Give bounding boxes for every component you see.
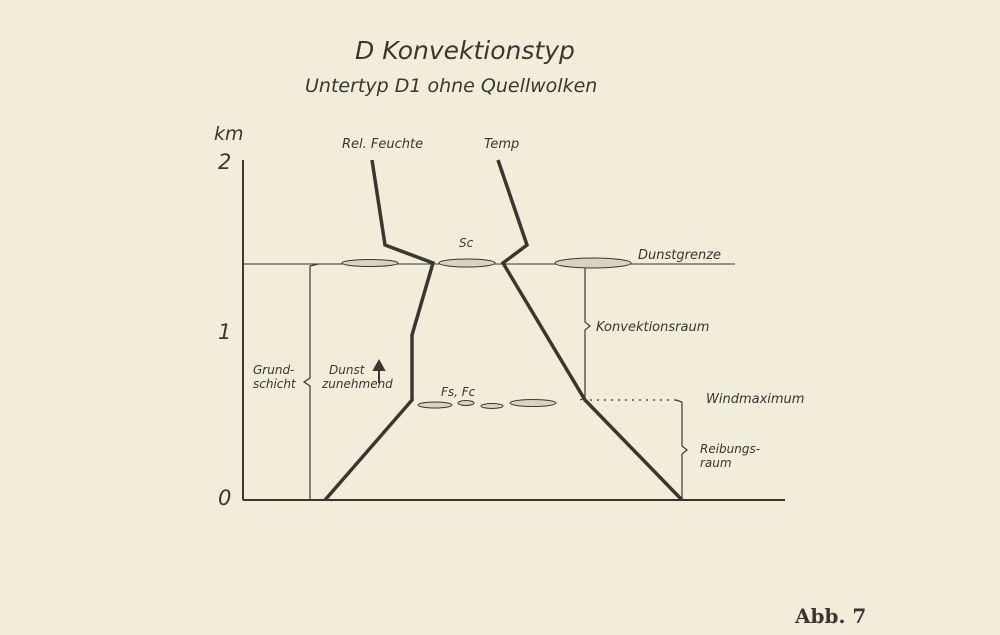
fsfc-label: Fs, Fc [441,385,476,399]
cloud-fs [417,401,453,409]
humidity-label: Rel. Feuchte [342,137,424,152]
tick-0: 0 [218,486,232,510]
axis-unit: km [214,123,244,145]
grundschicht-line-1: Grund- [253,363,295,377]
grundschicht-brace [302,263,319,501]
diagram-title: D Konvektionstyp [355,36,575,65]
cloud-fs [480,403,504,409]
konvektionsraum-brace [577,263,591,401]
figure-label: Abb. 7 [795,604,867,628]
humidity-curve [323,159,436,502]
reibungsraum-label: Reibungs-raum [700,442,760,470]
clouds [341,257,632,409]
temperature-curve [496,159,684,502]
konvektionsraum-label: Konvektionsraum [596,320,710,335]
cloud-sc [438,258,496,268]
grundschicht-label: Grund-schicht [253,363,296,391]
windmaximum-label: Windmaximum [706,392,805,407]
tick-1: 1 [218,320,232,344]
cloud-sc [341,259,399,267]
arrow-up-icon [372,358,386,383]
cloud-sc [554,257,632,269]
diagram-subtitle: Untertyp D1 ohne Quellwolken [305,75,598,97]
sc-label: Sc [459,236,474,250]
cloud-fs [457,400,475,406]
temperature-label: Temp [484,137,520,152]
tick-2: 2 [218,150,232,174]
reibung-line-2: raum [700,456,732,470]
reibung-line-1: Reibungs- [700,442,761,456]
dunst-line-1: Dunst [329,363,365,377]
dunst-line-2: zunehmend [322,377,393,391]
reibungsraum-brace [675,399,688,500]
cloud-fs [509,399,557,407]
grundschicht-line-2: schicht [253,377,296,391]
dunstgrenze-label: Dunstgrenze [638,248,722,263]
